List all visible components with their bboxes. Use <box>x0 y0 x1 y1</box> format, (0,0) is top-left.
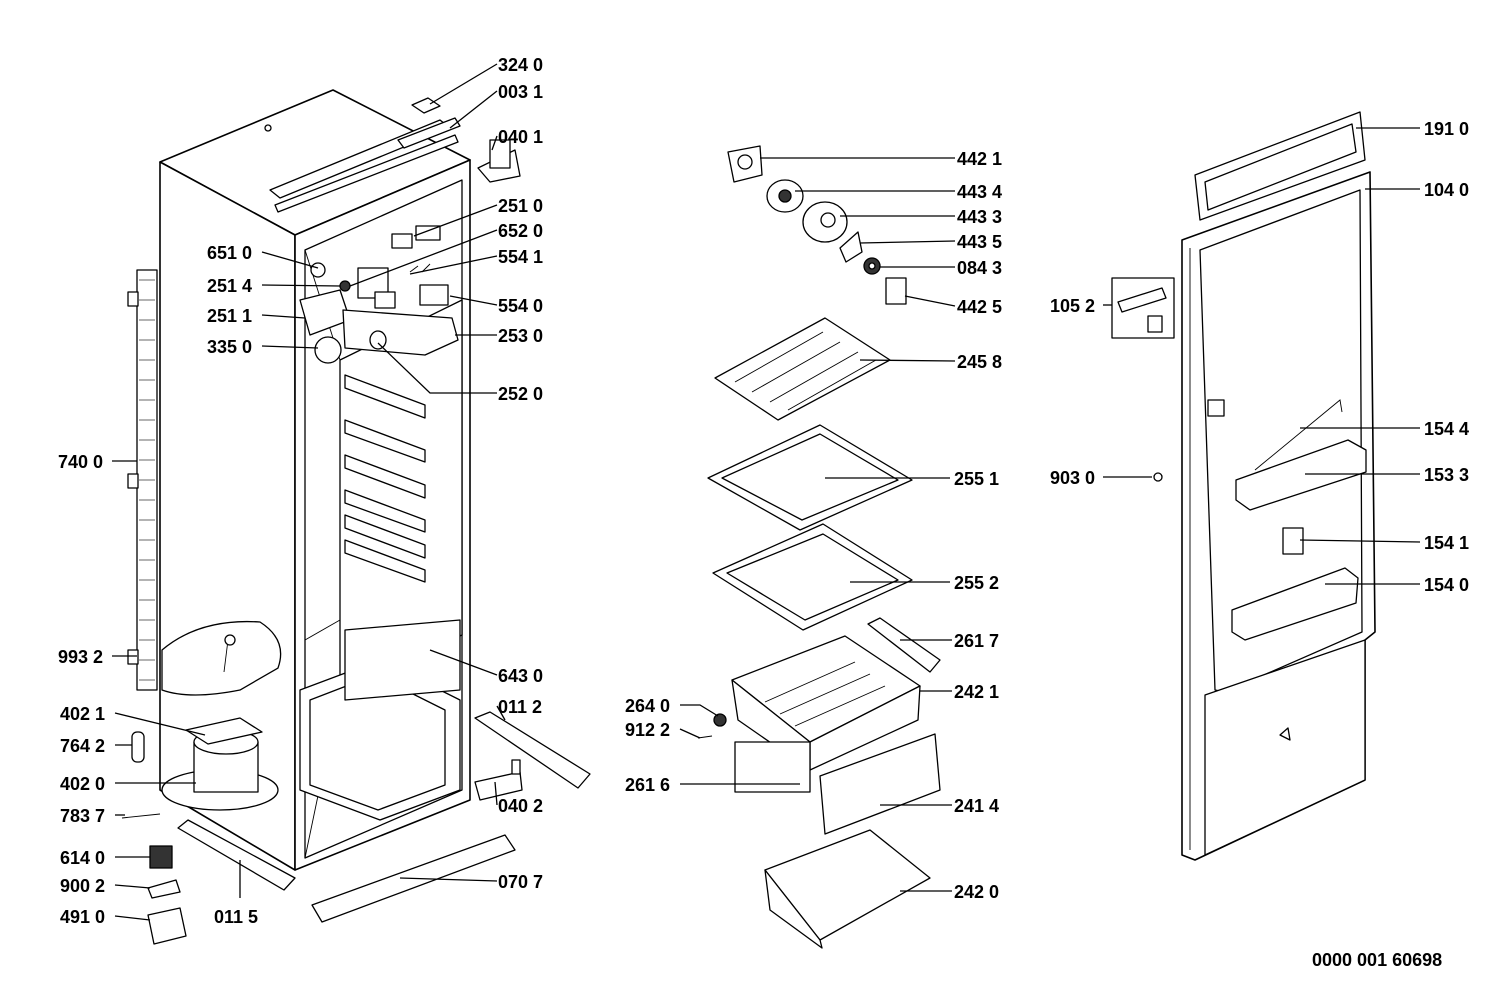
callout-324-0: 324 0 <box>498 55 543 75</box>
callout-154-4: 154 4 <box>1424 419 1469 439</box>
callout-651-0: 651 0 <box>207 243 252 263</box>
box-491 <box>147 907 187 945</box>
drawers <box>697 617 941 949</box>
top-cover-strip <box>397 117 461 149</box>
hinge-pin <box>511 759 521 775</box>
callout-554-1: 554 1 <box>498 247 543 267</box>
callout-070-7: 070 7 <box>498 872 543 892</box>
callout-154-1: 154 1 <box>1424 533 1469 553</box>
shelves <box>707 317 913 631</box>
callout-443-5: 443 5 <box>957 232 1002 252</box>
relay-614 <box>149 845 173 869</box>
callout-011-5: 011 5 <box>214 907 258 927</box>
light-thermostat-cluster <box>299 225 459 364</box>
callout-912-2: 912 2 <box>625 720 670 740</box>
callout-614-0: 614 0 <box>60 848 105 868</box>
callout-242-1: 242 1 <box>954 682 999 702</box>
callout-402-1: 402 1 <box>60 704 105 724</box>
callout-903-0: 903 0 <box>1050 468 1095 488</box>
callout-040-2: 040 2 <box>498 796 543 816</box>
callout-241-4: 241 4 <box>954 796 999 816</box>
callout-652-0: 652 0 <box>498 221 543 241</box>
callout-191-0: 191 0 <box>1424 119 1469 139</box>
bottom-hinge <box>474 771 523 801</box>
callout-003-1: 003 1 <box>498 82 543 102</box>
callout-900-2: 900 2 <box>60 876 105 896</box>
callout-251-0: 251 0 <box>498 196 543 216</box>
callout-104-0: 104 0 <box>1424 180 1469 200</box>
drawing-number: 0000 001 60698 <box>1312 950 1442 970</box>
condenser-coil <box>127 269 158 691</box>
callout-261-6: 261 6 <box>625 775 670 795</box>
callout-740-0: 740 0 <box>58 452 103 472</box>
front-base-rail <box>177 819 296 891</box>
thermostat-parts <box>727 145 907 305</box>
hinge-block <box>489 139 511 169</box>
callout-252-0: 252 0 <box>498 384 543 404</box>
callout-labels: 324 0 003 1 040 1 251 0 652 0 651 0 554 … <box>58 55 1469 927</box>
callout-251-4: 251 4 <box>207 276 252 296</box>
callout-643-0: 643 0 <box>498 666 543 686</box>
rear-base-rail <box>474 711 591 789</box>
shelf-guides <box>344 374 426 583</box>
callout-554-0: 554 0 <box>498 296 543 316</box>
callout-040-1: 040 1 <box>498 127 543 147</box>
callout-242-0: 242 0 <box>954 882 999 902</box>
callout-442-5: 442 5 <box>957 297 1002 317</box>
callout-335-0: 335 0 <box>207 337 252 357</box>
screw-903 <box>1153 472 1163 482</box>
callout-255-2: 255 2 <box>954 573 999 593</box>
hinge-cover <box>1117 287 1167 313</box>
leader-lines <box>112 63 1421 921</box>
callout-443-4: 443 4 <box>957 182 1002 202</box>
callout-245-8: 245 8 <box>957 352 1002 372</box>
hinge-cap <box>1147 315 1163 333</box>
callout-491-0: 491 0 <box>60 907 105 927</box>
callout-993-2: 993 2 <box>58 647 103 667</box>
compressor-area <box>121 620 282 819</box>
callout-084-3: 084 3 <box>957 258 1002 278</box>
callout-255-1: 255 1 <box>954 469 999 489</box>
callout-253-0: 253 0 <box>498 326 543 346</box>
callout-264-0: 264 0 <box>625 696 670 716</box>
clip-900 <box>147 879 181 899</box>
callout-154-0: 154 0 <box>1424 575 1469 595</box>
callout-153-3: 153 3 <box>1424 465 1469 485</box>
door-assembly <box>1181 111 1376 861</box>
callout-105-2: 105 2 <box>1050 296 1095 316</box>
callout-443-3: 443 3 <box>957 207 1002 227</box>
callout-402-0: 402 0 <box>60 774 105 794</box>
callout-783-7: 783 7 <box>60 806 105 826</box>
callout-764-2: 764 2 <box>60 736 105 756</box>
callout-442-1: 442 1 <box>957 149 1002 169</box>
callout-011-2: 011 2 <box>498 697 542 717</box>
callout-261-7: 261 7 <box>954 631 999 651</box>
callout-251-1: 251 1 <box>207 306 252 326</box>
